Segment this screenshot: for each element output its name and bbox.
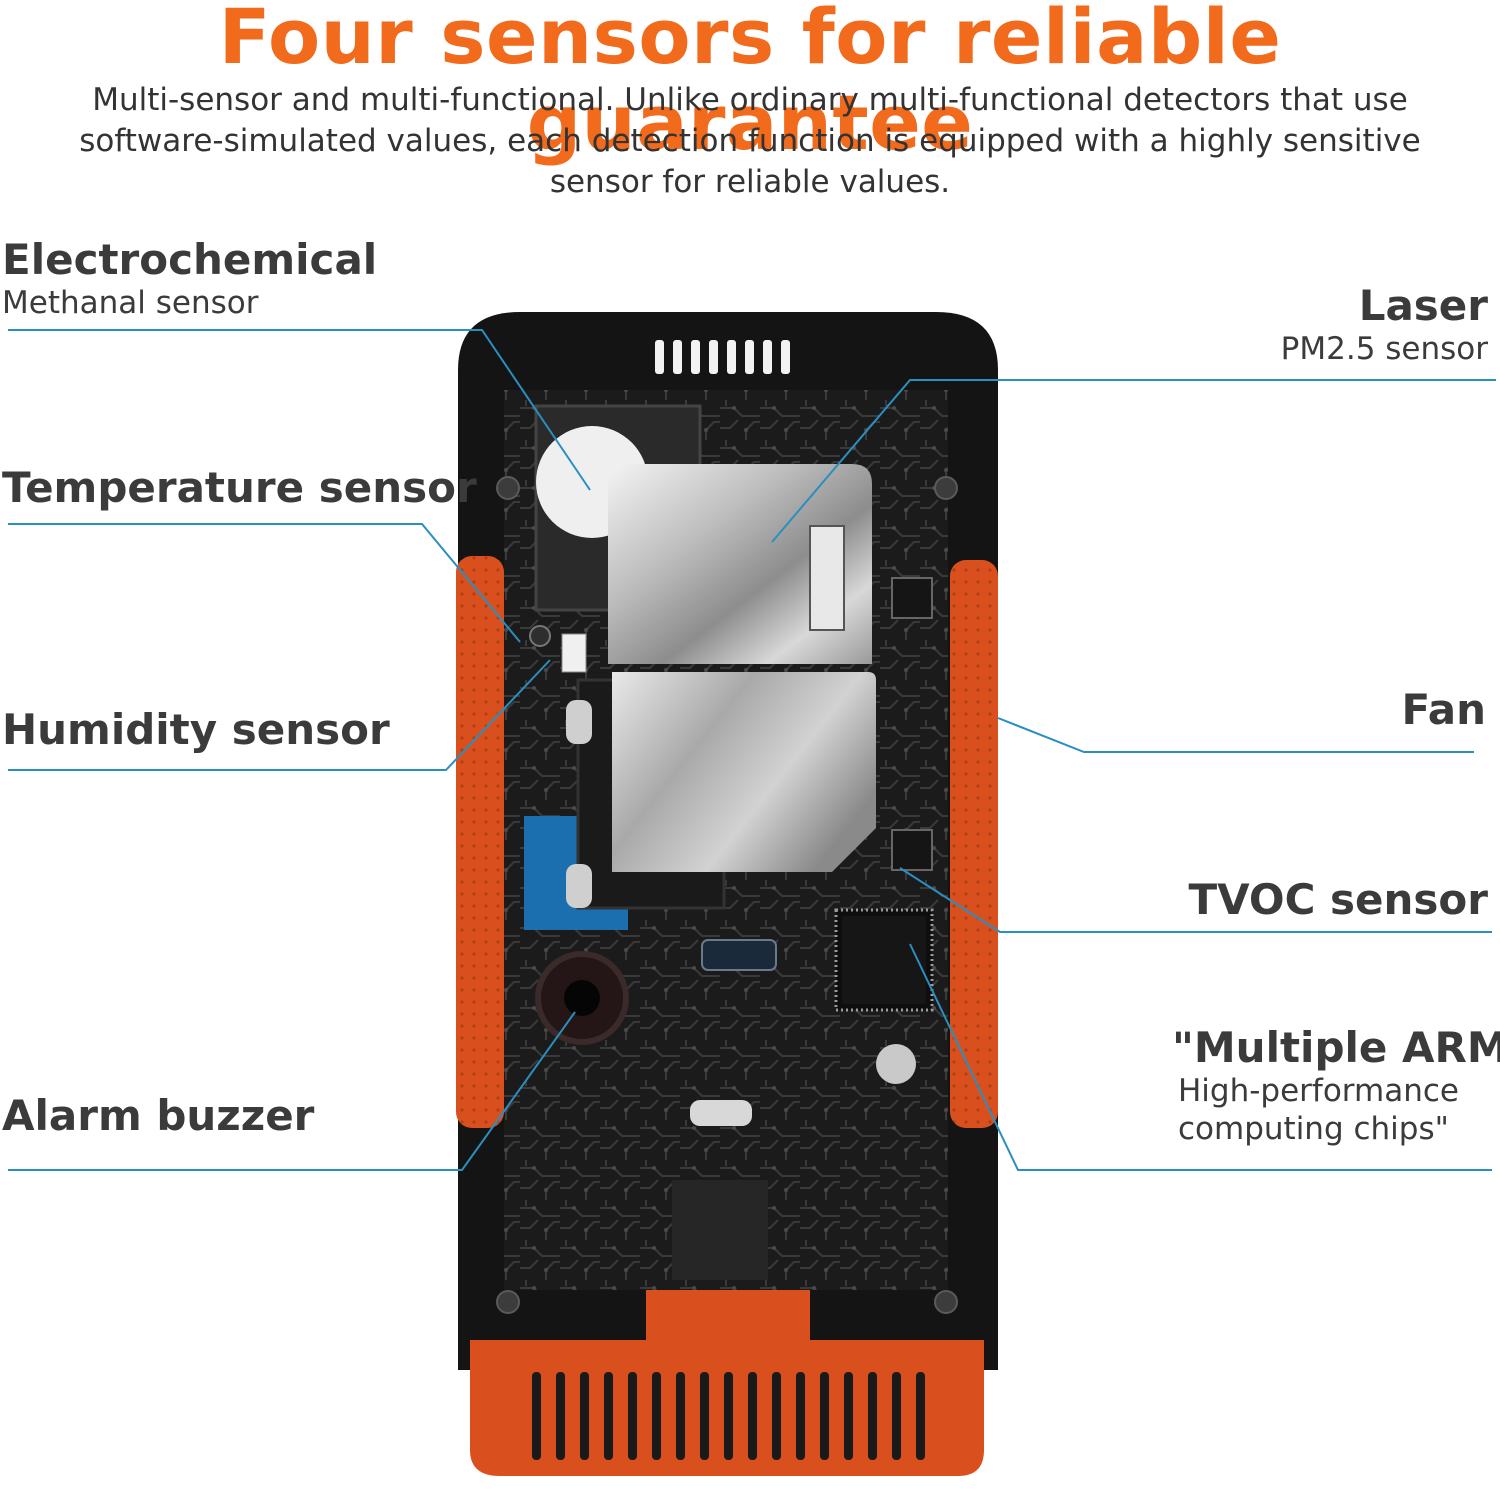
headline-title: Four sensors for reliable guarantee bbox=[218, 0, 1282, 167]
callout-alarm-title: Alarm buzzer bbox=[2, 1091, 315, 1140]
callout-alarm: Alarm buzzer bbox=[2, 1092, 314, 1140]
callout-arm-title: "Multiple ARM bbox=[1172, 1023, 1500, 1072]
tvoc-chip bbox=[891, 829, 933, 871]
callout-laser: Laser PM2.5 sensor bbox=[1281, 282, 1488, 368]
top-grille bbox=[655, 340, 790, 374]
bottom-vents bbox=[532, 1372, 925, 1460]
right-grip bbox=[950, 560, 998, 1128]
connector bbox=[809, 525, 845, 631]
callout-arm-subtitle-1: High-performance bbox=[1178, 1073, 1459, 1109]
callout-humidity-title: Humidity sensor bbox=[2, 705, 390, 754]
callout-fan: Fan bbox=[1402, 686, 1486, 734]
callout-fan-title: Fan bbox=[1401, 685, 1486, 734]
headline-description: Multi-sensor and multi-functional. Unlik… bbox=[79, 82, 1421, 200]
callout-laser-title: Laser bbox=[1358, 281, 1488, 330]
callout-humidity: Humidity sensor bbox=[2, 706, 390, 754]
callout-electrochemical-subtitle: Methanal sensor bbox=[2, 285, 259, 321]
callout-tvoc: TVOC sensor bbox=[1188, 876, 1488, 924]
fan-module bbox=[612, 672, 876, 872]
callout-temperature: Temperature sensor bbox=[2, 464, 477, 512]
callout-laser-subtitle: PM2.5 sensor bbox=[1280, 331, 1488, 367]
callout-electrochemical-title: Electrochemical bbox=[2, 235, 378, 284]
callout-electrochemical: Electrochemical Methanal sensor bbox=[2, 236, 377, 322]
left-grip bbox=[456, 556, 504, 1128]
capacitor bbox=[876, 1044, 916, 1084]
callout-arm: "Multiple ARM High-performance computing… bbox=[1172, 1024, 1500, 1148]
humidity-chip bbox=[561, 633, 587, 673]
temperature-chip bbox=[529, 625, 551, 647]
small-chip bbox=[891, 577, 933, 619]
callout-tvoc-title: TVOC sensor bbox=[1188, 875, 1488, 924]
callout-arm-subtitle-2: computing chips" bbox=[1178, 1111, 1449, 1147]
callout-temperature-title: Temperature sensor bbox=[2, 463, 477, 512]
